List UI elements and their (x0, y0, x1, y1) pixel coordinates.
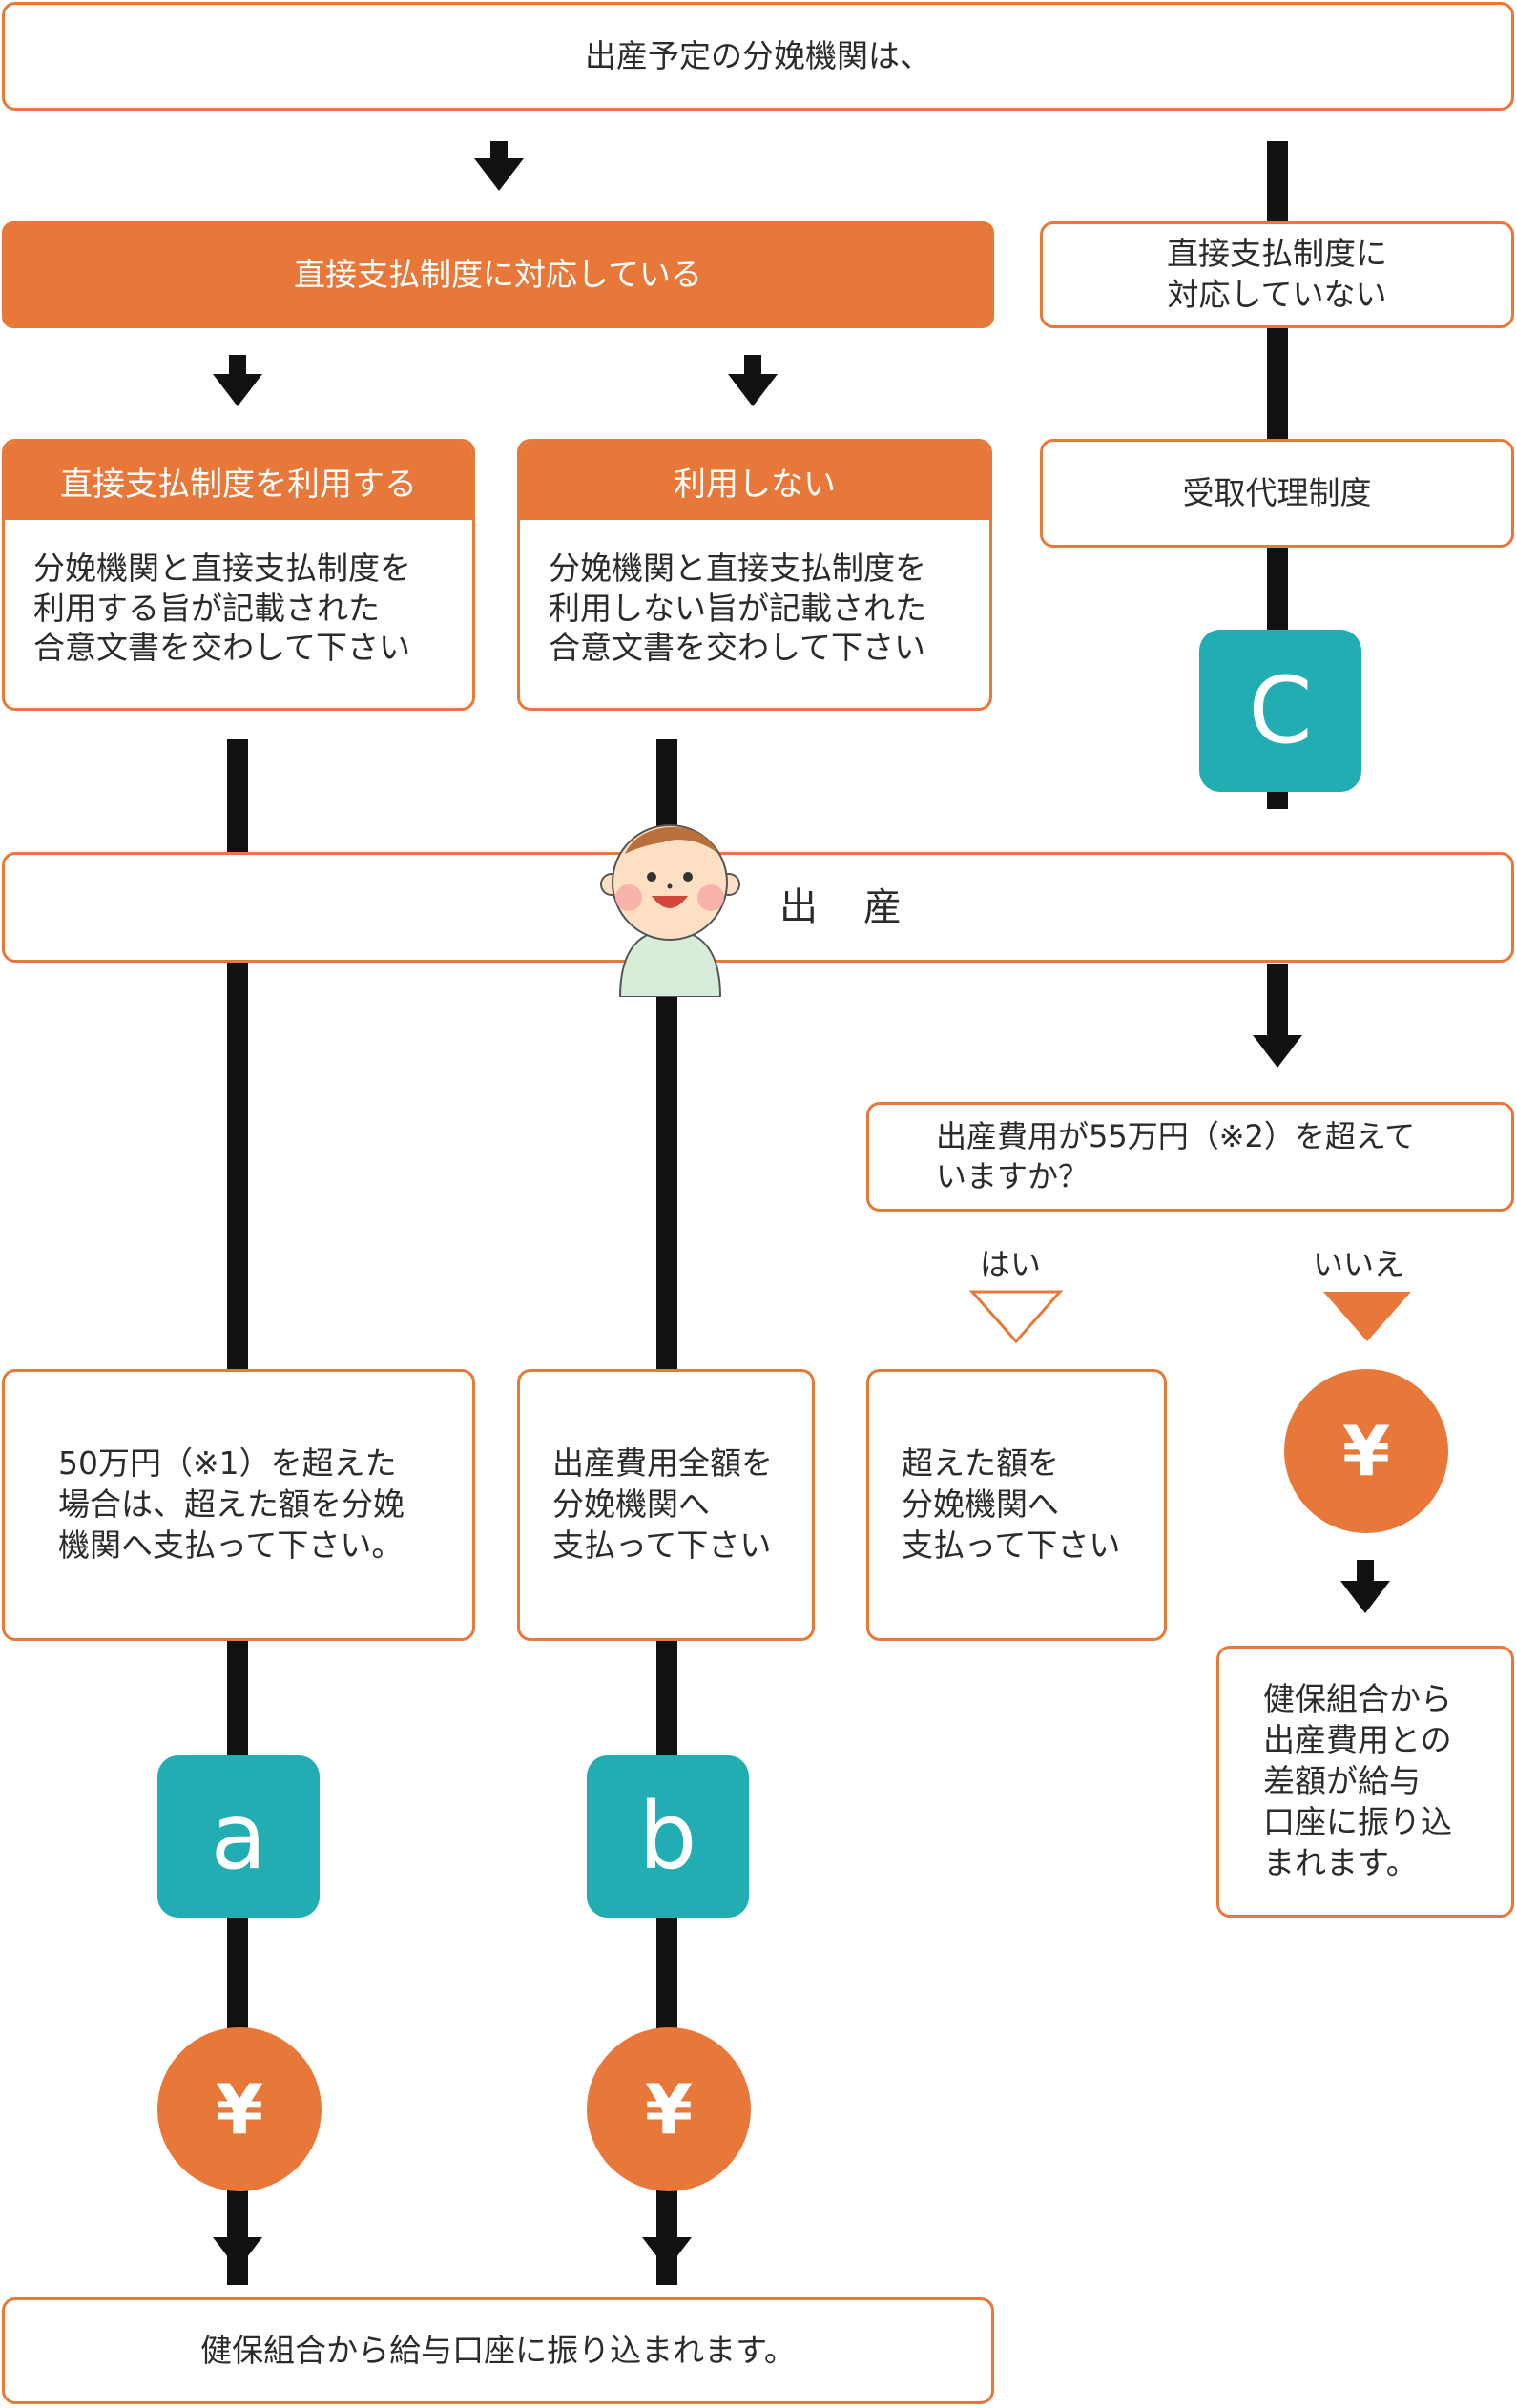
triangle-filled-icon (1323, 1292, 1411, 1341)
start-box: 出産予定の分娩機関は、 (2, 2, 1514, 111)
not-supported-box: 直接支払制度に 対応していない (1040, 221, 1514, 328)
arrow-down-icon (213, 374, 262, 406)
baby-icon (600, 824, 740, 997)
arrow-down-icon (642, 2237, 692, 2270)
not-use-direct-payment-title: 利用しない (520, 442, 989, 520)
outcome-yes-box: 超えた額を 分娩機関へ 支払って下さい (866, 1369, 1167, 1641)
arrow-down-icon (728, 374, 778, 406)
arrow-down-icon (213, 2237, 262, 2270)
outcome-b-box: 出産費用全額を 分娩機関へ 支払って下さい (517, 1369, 815, 1641)
answer-no-label: いいえ (1313, 1246, 1405, 1282)
badge-c: C (1199, 630, 1361, 792)
use-direct-payment-body: 分娩機関と直接支払制度を 利用する旨が記載された 合意文書を交わして下さい (33, 550, 411, 667)
arrow-down-icon (474, 158, 524, 191)
final-box: 健保組合から給与口座に振り込まれます。 (2, 2297, 994, 2404)
arrow-stem (744, 355, 761, 376)
yen-icon: ¥ (587, 2027, 751, 2191)
question-box: 出産費用が55万円（※2）を超えて いますか？ (866, 1102, 1514, 1212)
arrow-down-icon (1340, 1581, 1390, 1613)
badge-a: a (157, 1755, 320, 1918)
supported-box: 直接支払制度に対応している (2, 221, 994, 328)
use-direct-payment-title: 直接支払制度を利用する (5, 442, 472, 520)
use-direct-payment-box: 直接支払制度を利用する 分娩機関と直接支払制度を 利用する旨が記載された 合意文… (2, 439, 475, 711)
arrow-down-icon (1253, 1035, 1302, 1068)
arrow-stem (229, 355, 246, 376)
outcome-no-box: 健保組合から 出産費用との 差額が給与 口座に振り込 まれます。 (1216, 1646, 1514, 1918)
birth-band: 出 産 (2, 852, 1514, 963)
badge-b: b (587, 1755, 749, 1918)
arrow-stem (490, 141, 508, 160)
birth-label: 出 産 (779, 885, 905, 929)
triangle-outline-icon (968, 1290, 1064, 1344)
right-flow-line-bottom (1267, 964, 1288, 1035)
outcome-a-box: 50万円（※1）を超えた 場合は、超えた額を分娩 機関へ支払って下さい。 (2, 1369, 475, 1641)
yen-icon: ¥ (157, 2027, 322, 2191)
not-use-direct-payment-body: 分娩機関と直接支払制度を 利用しない旨が記載された 合意文書を交わして下さい (549, 550, 926, 667)
proxy-receipt-box: 受取代理制度 (1040, 439, 1514, 548)
arrow-stem (1357, 1560, 1374, 1583)
yen-icon: ¥ (1284, 1369, 1448, 1533)
not-use-direct-payment-box: 利用しない 分娩機関と直接支払制度を 利用しない旨が記載された 合意文書を交わし… (517, 439, 992, 711)
answer-yes-label: はい (980, 1246, 1042, 1282)
